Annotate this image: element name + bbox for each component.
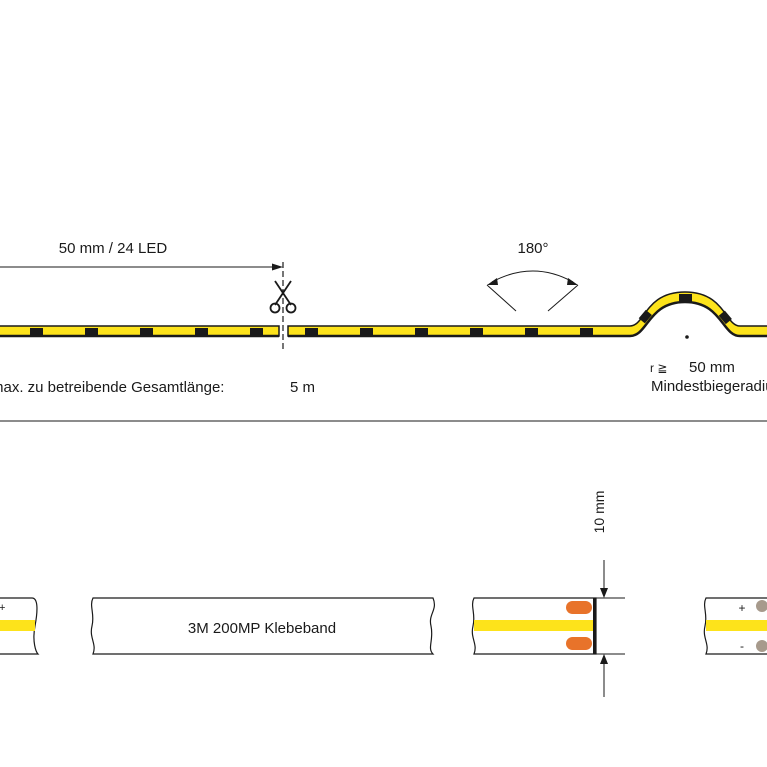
bend-angle-label: 180°: [517, 240, 548, 257]
plus-label: +: [0, 602, 5, 614]
led-chip: [525, 328, 538, 336]
segment-dimension: 50 mm / 24 LED: [0, 240, 283, 271]
strip-top-view-left: +: [0, 597, 40, 655]
bend-angle-indicator: 180°: [486, 240, 579, 312]
led-chip: [140, 328, 153, 336]
cut-marker: [269, 262, 297, 350]
bend-center-dot: [685, 335, 689, 339]
led-chip: [30, 328, 43, 336]
contact-plus: [756, 600, 767, 612]
height-label: 10 mm: [591, 491, 607, 534]
led-chip: [85, 328, 98, 336]
radius-symbol: r ≧: [650, 361, 667, 375]
solder-pad-plus: [566, 601, 592, 614]
led-chip: [638, 309, 652, 324]
led-chip: [305, 328, 318, 336]
contact-minus: [756, 640, 767, 652]
scissors-icon: [269, 280, 297, 314]
solder-pad-minus: [566, 637, 592, 650]
led-chip: [360, 328, 373, 336]
led-strip-side-view: [0, 291, 767, 339]
led-chip: [718, 310, 732, 325]
tape-label: 3M 200MP Klebeband: [188, 620, 336, 637]
led-chip: [250, 328, 263, 336]
adhesive-tape-view: 3M 200MP Klebeband: [90, 597, 435, 655]
strip-top-view-right: + -: [703, 597, 767, 655]
led-chips: [30, 294, 732, 336]
led-chip: [470, 328, 483, 336]
led-chip: [679, 294, 692, 302]
max-length-value: 5 m: [290, 379, 315, 396]
segment-label: 50 mm / 24 LED: [59, 240, 168, 257]
minus-label: -: [740, 639, 744, 653]
plus-label: +: [738, 601, 745, 615]
led-chip: [415, 328, 428, 336]
led-chip: [580, 328, 593, 336]
max-length-label: max. zu betreibende Gesamtlänge:: [0, 379, 224, 396]
radius-value: 50 mm: [689, 359, 735, 376]
height-dimension: 10 mm: [591, 491, 625, 697]
strip-top-view-end: [471, 597, 597, 655]
led-chip: [195, 328, 208, 336]
radius-caption: Mindestbiegeradius: [651, 378, 767, 395]
